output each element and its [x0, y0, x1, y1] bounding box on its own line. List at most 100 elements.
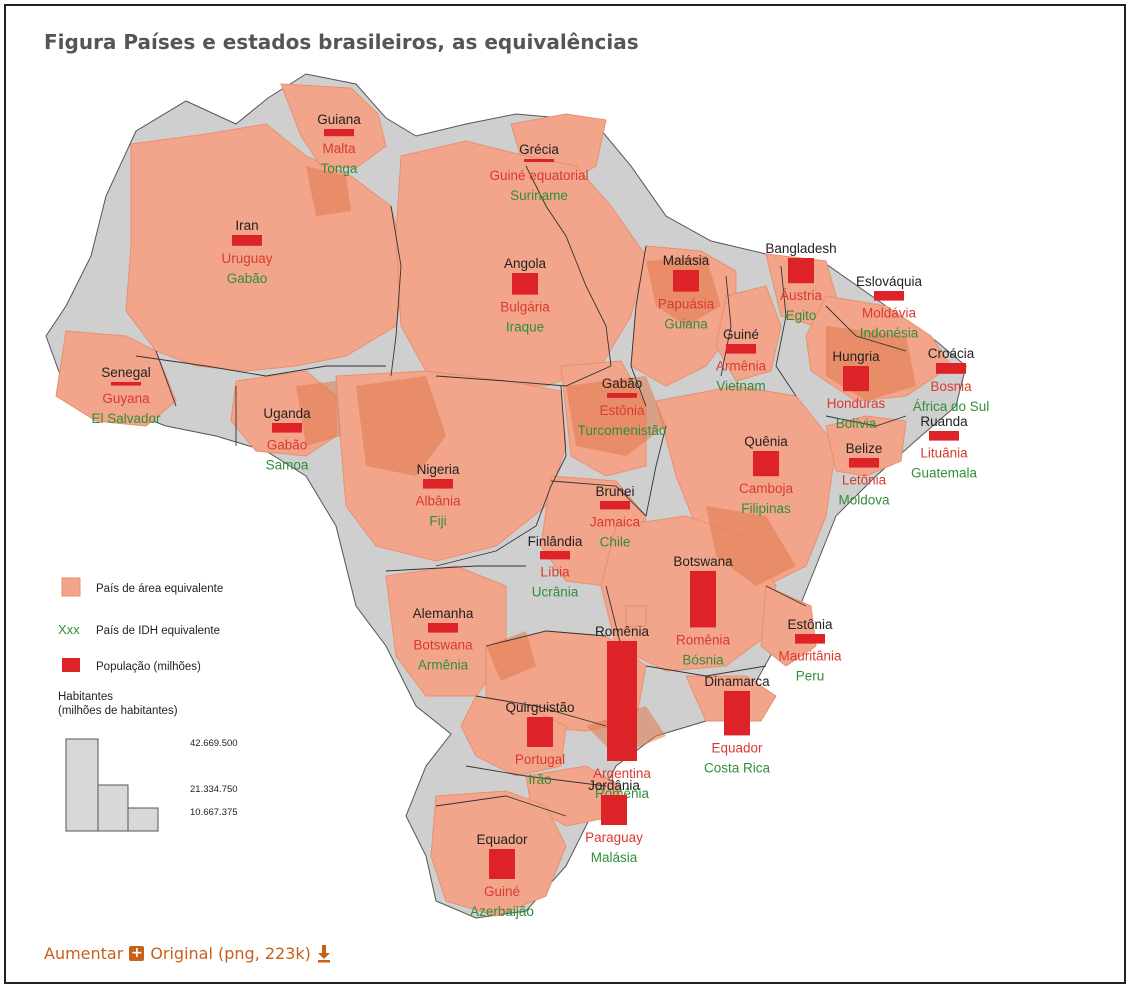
population-bar: [601, 795, 627, 825]
figure-frame: Figura Países e estados brasileiros, as …: [4, 4, 1126, 984]
state-idh-country: Guiana: [664, 317, 708, 332]
state-area-country: Belize: [846, 441, 883, 456]
state-population-country: Romênia: [676, 632, 731, 647]
population-bar: [843, 366, 869, 392]
state-population-country: Lituânia: [920, 446, 968, 461]
state-population-country: Bosnia: [930, 379, 972, 394]
population-bar: [512, 273, 538, 295]
zoom-link[interactable]: Aumentar: [44, 944, 124, 963]
population-bar: [874, 291, 904, 301]
state-area-country: Bangladesh: [765, 241, 836, 256]
figure-title: Figura Países e estados brasileiros, as …: [44, 30, 639, 54]
state-population-country: Malta: [322, 141, 356, 156]
state-area-country: Guiné: [723, 327, 759, 342]
state-population-country: Guiné: [484, 884, 520, 899]
state-population-country: Gabão: [267, 438, 308, 453]
population-bar: [111, 382, 141, 386]
population-bar: [726, 344, 756, 354]
shape-es: [760, 585, 817, 667]
state-idh-country: Malásia: [591, 850, 638, 865]
legend-tick-3: 10.667.375: [190, 807, 238, 818]
state-idh-country: Suriname: [510, 188, 568, 203]
state-idh-country: Gabão: [227, 271, 268, 286]
state-population-country: Armênia: [716, 359, 767, 374]
state-population-country: Guyana: [102, 391, 150, 406]
area-equivalent-shapes: [55, 83, 952, 917]
original-link[interactable]: Original (png, 223k): [150, 944, 311, 963]
state-area-country: Nigeria: [417, 462, 460, 477]
state-population-country: Mauritânia: [778, 649, 842, 664]
population-bar: [724, 691, 750, 736]
legend-tick-1: 42.669.500: [190, 738, 238, 749]
shape-se-al: [825, 415, 907, 477]
download-icon[interactable]: [317, 944, 331, 963]
state-area-country: Malásia: [663, 253, 710, 268]
population-bar: [673, 270, 699, 292]
population-bar: [272, 423, 302, 433]
legend-hab-title-2: (milhões de habitantes): [58, 705, 178, 717]
population-bar: [690, 571, 716, 628]
legend: País de área equivalente Xxx País de IDH…: [58, 577, 238, 832]
state-population-country: Argentina: [593, 766, 651, 781]
population-bar: [788, 258, 814, 284]
state-area-country: Ruanda: [920, 414, 968, 429]
state-idh-country: Irão: [528, 772, 551, 787]
shape-acre: [55, 330, 177, 427]
state-idh-country: Tonga: [321, 161, 358, 176]
population-bar: [428, 623, 458, 633]
state-area-country: Croácia: [928, 346, 975, 361]
population-bar: [753, 451, 779, 477]
state-population-country: Uruguay: [221, 251, 272, 266]
state-population-country: Equador: [711, 740, 763, 755]
legend-pop-label: População (milhões): [96, 661, 201, 673]
population-bar: [524, 159, 554, 162]
state-population-country: Guiné equatorial: [489, 168, 588, 183]
population-bar: [423, 479, 453, 489]
state-area-country: Gabão: [602, 376, 643, 391]
state-area-country: Jordânia: [588, 778, 640, 793]
population-bar: [489, 849, 515, 879]
plus-icon[interactable]: +: [129, 945, 145, 961]
state-borders: [135, 165, 907, 817]
state-population-country: Albânia: [415, 494, 461, 509]
state-area-country: Finlândia: [528, 534, 583, 549]
population-bar: [324, 129, 354, 137]
state-population-country: Bulgária: [500, 300, 550, 315]
overlap-shapes: [296, 166, 916, 756]
population-bar: [600, 501, 630, 510]
state-idh-country: Costa Rica: [704, 760, 771, 775]
shape-piaui: [715, 285, 782, 382]
state-area-country: Uganda: [263, 406, 311, 421]
state-area-country: Estônia: [787, 617, 833, 632]
state-area-country: Angola: [504, 256, 547, 271]
legend-area-label: País de área equivalente: [96, 583, 223, 595]
state-area-country: Equador: [476, 832, 528, 847]
state-area-country: Iran: [235, 218, 258, 233]
state-population-country: Líbia: [540, 564, 570, 579]
legend-area-swatch: [61, 577, 81, 597]
population-bar: [849, 458, 879, 468]
state-idh-country: Egito: [786, 308, 817, 323]
shape-df: [625, 605, 647, 627]
state-population-country: Moldávia: [862, 306, 917, 321]
state-area-country: Dinamarca: [704, 674, 770, 689]
legend-population-steps: [65, 738, 159, 832]
shape-roraima: [280, 83, 387, 169]
